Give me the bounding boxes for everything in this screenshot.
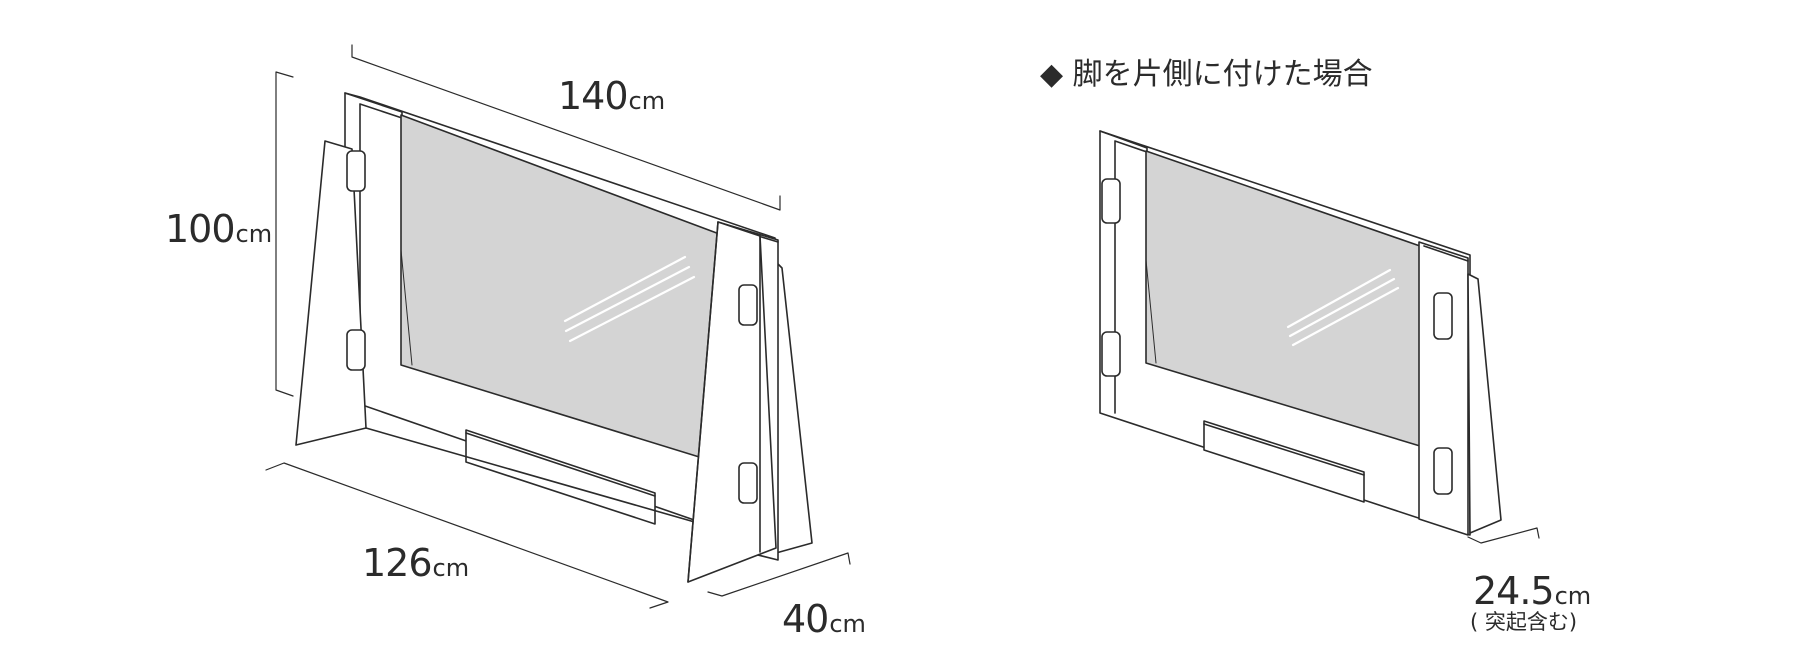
leg-clip xyxy=(1433,292,1453,340)
width-unit: cm xyxy=(628,87,666,115)
base-length-value: 126 xyxy=(362,541,433,585)
one-side-depth-value: 24.5 xyxy=(1473,569,1555,613)
one-side-depth-unit: cm xyxy=(1554,582,1592,610)
dimension-lines-left xyxy=(265,44,851,609)
one-side-depth-label: 24.5cm xyxy=(1473,572,1591,610)
leg-clip xyxy=(738,462,758,504)
dimension-line-right xyxy=(1467,527,1540,544)
bottom-slot xyxy=(465,429,656,525)
left-partition-drawing xyxy=(265,44,851,609)
one-side-depth-note: ( 突起含む) xyxy=(1470,610,1578,634)
width-label: 140cm xyxy=(558,77,665,115)
height-unit: cm xyxy=(235,220,273,248)
leg-clip xyxy=(1101,331,1121,377)
leg-clip xyxy=(346,329,366,371)
leg-clip xyxy=(738,284,758,326)
depth-label: 40cm xyxy=(782,600,866,638)
depth-unit: cm xyxy=(829,610,866,638)
leg-clip xyxy=(346,150,366,192)
height-label: 100cm xyxy=(165,210,272,248)
base-length-unit: cm xyxy=(432,554,470,582)
back-leg-plate xyxy=(775,261,813,554)
width-value: 140 xyxy=(558,74,629,118)
right-partition-drawing xyxy=(1099,130,1540,544)
glare-streaks xyxy=(1286,268,1400,347)
bottom-slot xyxy=(1203,420,1365,503)
height-value: 100 xyxy=(165,207,236,251)
leg-clip xyxy=(1433,447,1453,495)
right-stile xyxy=(1418,241,1469,536)
leg-clip xyxy=(1101,178,1121,224)
single-leg xyxy=(1467,273,1502,534)
one-side-legs-title: ◆ 脚を片側に付けた場合 xyxy=(1040,57,1373,92)
depth-value: 40 xyxy=(782,597,829,641)
base-length-label: 126cm xyxy=(362,544,469,582)
glare-streaks xyxy=(563,255,696,343)
